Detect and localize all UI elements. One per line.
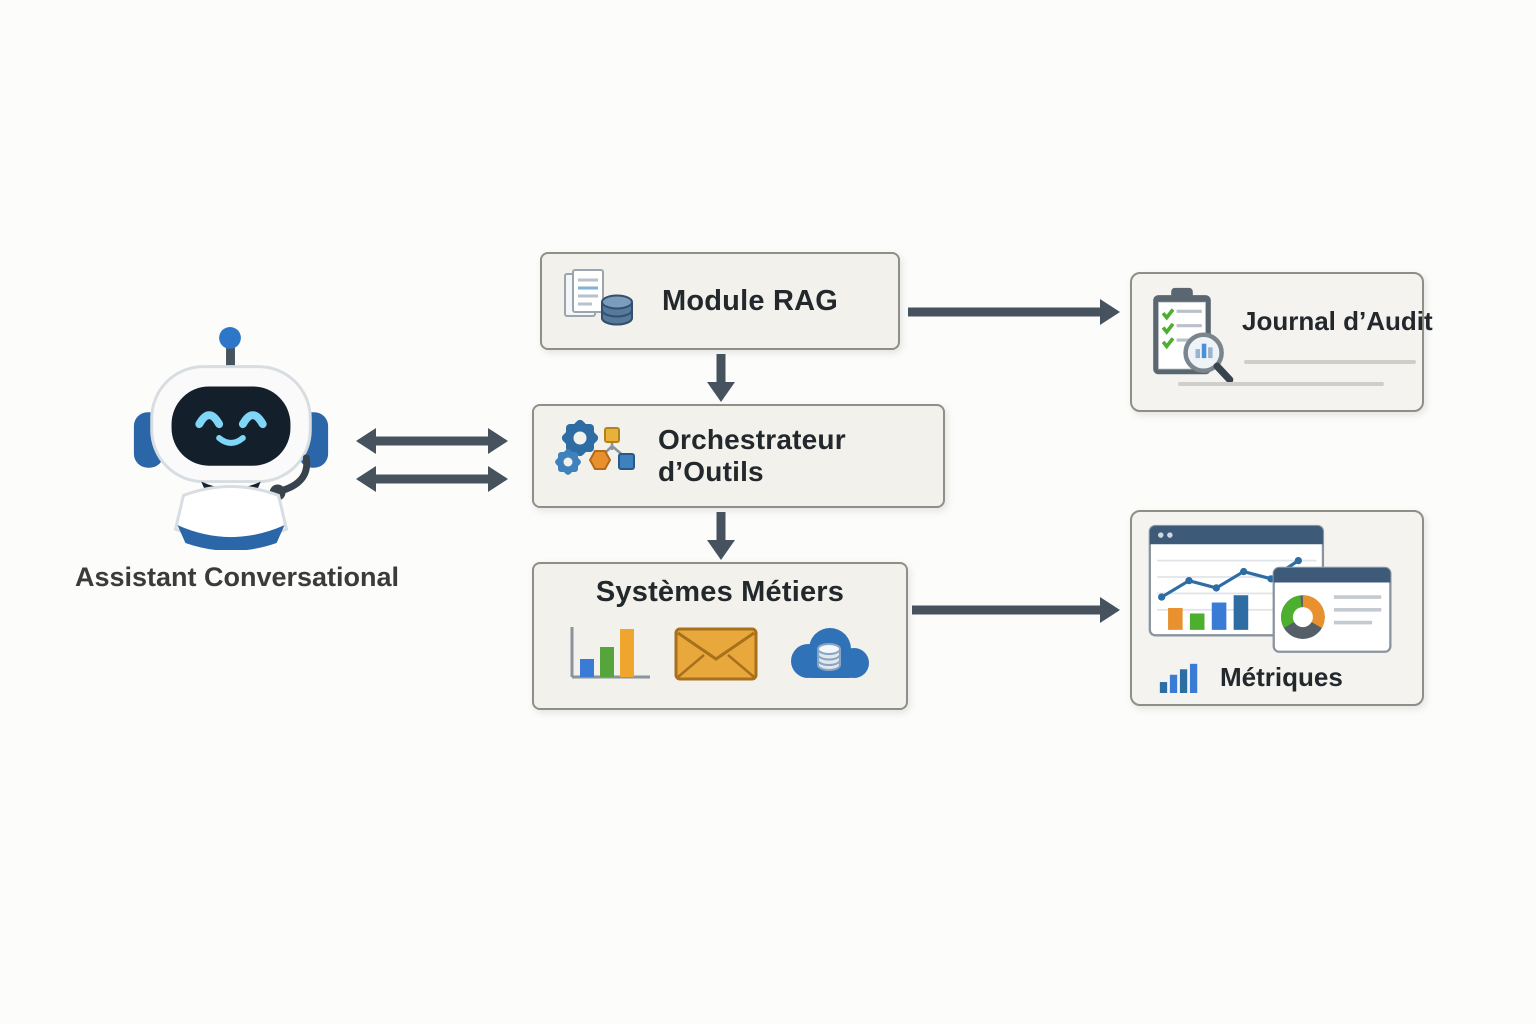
- placeholder-line: [1178, 382, 1384, 386]
- cloud-database-icon: [778, 617, 878, 688]
- bar-chart-icon: [562, 617, 654, 688]
- arrow-head-left: [356, 466, 376, 492]
- systemes-icons-row: [534, 617, 906, 688]
- arrow-shaft: [372, 436, 492, 446]
- module-rag-label: Module RAG: [662, 284, 838, 317]
- assistant-label: Assistant Conversational: [74, 562, 400, 592]
- arrow-head-right: [1100, 299, 1120, 325]
- module-rag-box: Module RAG: [540, 252, 900, 350]
- arrow-assistant-orchestrateur-top: [356, 427, 508, 455]
- robot-assistant-svg: [133, 326, 329, 551]
- clipboard-magnifier-icon: [1146, 286, 1236, 392]
- arrow-head-down: [707, 540, 735, 560]
- envelope-icon: [674, 625, 758, 688]
- journal-audit-box: Journal d’Audit: [1130, 272, 1433, 412]
- arrow-orchestrateur-systemes: [706, 512, 736, 560]
- journal-audit-label: Journal d’Audit: [1242, 306, 1433, 336]
- orchestrateur-box: Orchestrateur d’Outils: [532, 404, 945, 508]
- systemes-metiers-box: Systèmes Métiers: [532, 562, 908, 710]
- arrow-head-right: [488, 466, 508, 492]
- gears-workflow-icon: [550, 416, 646, 497]
- arrow-rag-journal: [908, 298, 1120, 326]
- robot-assistant-icon: [122, 320, 340, 552]
- arrow-head-down: [707, 382, 735, 402]
- arrow-assistant-orchestrateur-bottom: [356, 465, 508, 493]
- arrow-head-right: [1100, 597, 1120, 623]
- arrow-systemes-metriques: [912, 596, 1120, 624]
- orchestrateur-label: Orchestrateur d’Outils: [658, 424, 846, 487]
- arrow-shaft: [716, 354, 726, 386]
- systemes-metiers-label: Systèmes Métiers: [595, 576, 845, 608]
- arrow-shaft: [912, 605, 1104, 615]
- metriques-label: Métriques: [1220, 662, 1343, 692]
- documents-database-icon: [562, 268, 638, 335]
- dashboard-windows-icon: [1148, 524, 1394, 666]
- arrow-rag-orchestrateur: [706, 354, 736, 402]
- arrow-shaft: [908, 307, 1104, 317]
- mini-bar-chart-icon: [1158, 662, 1200, 698]
- arrow-head-left: [356, 428, 376, 454]
- metriques-box: Métriques: [1130, 510, 1424, 706]
- placeholder-line: [1244, 360, 1416, 364]
- arrow-shaft: [716, 512, 726, 544]
- arrow-head-right: [488, 428, 508, 454]
- arrow-shaft: [372, 474, 492, 484]
